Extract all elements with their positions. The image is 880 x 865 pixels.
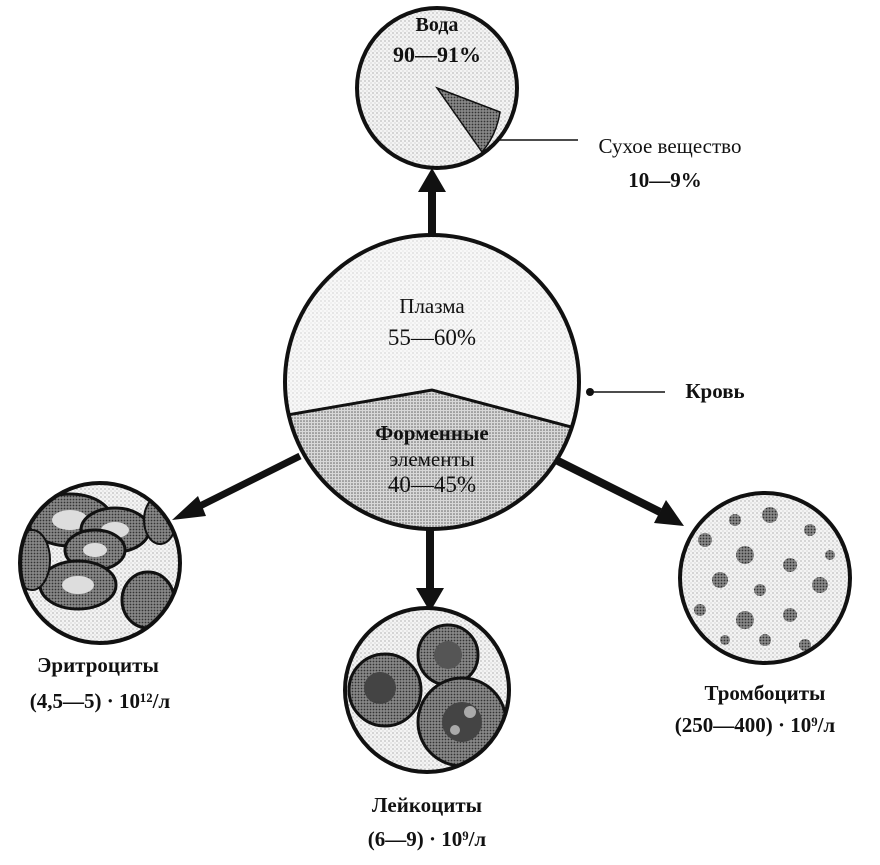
- erythrocytes-label: Эритроциты: [37, 653, 159, 677]
- blood-circle: [283, 233, 581, 531]
- arrow-to-water: [418, 168, 446, 235]
- leukocytes-label: Лейкоциты: [371, 793, 483, 817]
- arrow-to-platelets: [554, 456, 684, 526]
- dry-matter-wedge: [434, 86, 501, 154]
- platelets-value: (250—400) · 10⁹/л: [674, 713, 836, 737]
- erythrocytes-value: (4,5—5) · 10¹²/л: [29, 689, 171, 713]
- dry-matter-value: 10—9%: [628, 168, 702, 192]
- arrow-to-leukocytes: [416, 530, 444, 612]
- formed-elements-value: 40—45%: [387, 472, 477, 497]
- blood-leader: [586, 388, 665, 396]
- blood-label: Кровь: [685, 379, 745, 403]
- platelets-label: Тромбоциты: [704, 681, 826, 705]
- formed-elements-label-1: Форменные: [375, 421, 489, 445]
- plasma-label: Плазма: [399, 294, 465, 318]
- water-label: Вода: [415, 14, 459, 36]
- erythrocytes-circle: [18, 481, 182, 645]
- water-value: 90—91%: [393, 42, 481, 67]
- arrow-to-erythrocytes: [172, 452, 302, 520]
- platelets-circle: [678, 491, 852, 665]
- water-circle: [355, 6, 519, 170]
- formed-elements-label-2: элементы: [389, 447, 475, 471]
- plasma-value: 55—60%: [387, 325, 477, 350]
- dry-matter-label: Сухое вещество: [598, 134, 742, 158]
- leukocytes-circle: [343, 606, 511, 774]
- leukocytes-value: (6—9) · 10⁹/л: [367, 827, 487, 851]
